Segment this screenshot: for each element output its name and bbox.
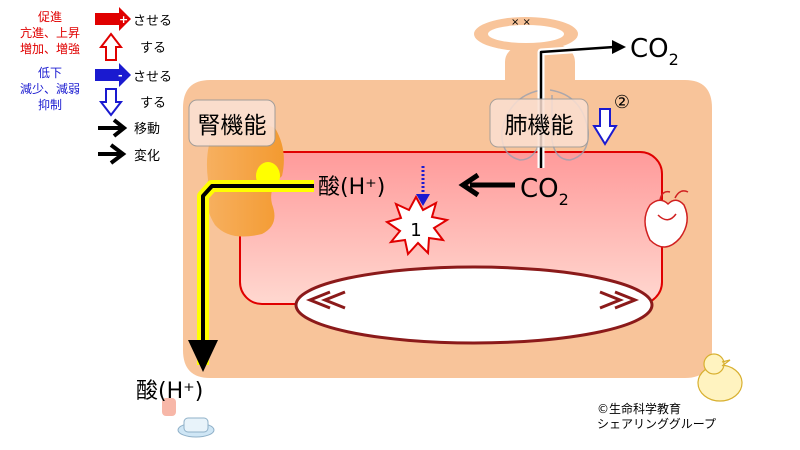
toilet-icon <box>162 398 215 438</box>
legend-move: 移動 <box>134 122 160 137</box>
reduce-hollow-down-arrow-icon <box>98 88 124 117</box>
nose-marks: × × <box>511 17 531 28</box>
acid-excretion-path <box>188 180 314 372</box>
event-1-starburst-icon: 1 <box>384 194 450 257</box>
promote-hollow-up-arrow-icon <box>98 32 124 61</box>
acid-in-blood-label: 酸(H⁺) <box>318 175 385 200</box>
legend-promote-causative: させる <box>133 14 172 29</box>
move-arrow-icon <box>98 118 128 138</box>
reduce-solid-arrow-icon: - <box>95 63 131 87</box>
legend-term-rise: 亢進、上昇 <box>20 25 80 40</box>
legend-reduce-causative: させる <box>133 70 172 85</box>
legend-reduce-terms: 低下 減少、減弱 抑制 <box>20 66 80 112</box>
labels: 腎機能 肺機能 ② 酸(H⁺) CO2 CO2 酸(H⁺) ©生命科学教育 シェ… <box>136 34 716 431</box>
legend-promote-intransitive: する <box>140 41 166 56</box>
acid-excreted-label: 酸(H⁺) <box>136 379 203 404</box>
credit-line-1: ©生命科学教育 <box>597 401 681 416</box>
svg-text:+: + <box>119 13 128 26</box>
event-1-label: 1 <box>410 220 421 241</box>
lung-function-label: 肺機能 <box>505 113 574 139</box>
co2-to-acid-arrow-icon <box>458 172 515 198</box>
co2-exhaled-label: CO2 <box>630 34 679 69</box>
legend-term-inhibit: 抑制 <box>38 97 62 112</box>
heart-icon <box>644 190 689 248</box>
legend: 促進 亢進、上昇 増加、増強 + させる する 低下 減少、減弱 抑制 - させ… <box>20 7 172 165</box>
promote-solid-arrow-icon: + <box>95 7 131 31</box>
kidney-function-label: 腎機能 <box>198 113 267 139</box>
legend-term-decrease: 減少、減弱 <box>20 81 80 96</box>
change-arrow-icon <box>98 143 127 165</box>
legend-reduce-intransitive: する <box>140 96 166 111</box>
legend-term-decline: 低下 <box>38 66 62 80</box>
nose-icon: × × <box>474 17 578 51</box>
svg-text:-: - <box>118 69 123 82</box>
event-2-label: ② <box>614 92 630 113</box>
credit-line-2: シェアリンググループ <box>597 417 716 431</box>
co2-in-blood-label: CO2 <box>520 174 569 209</box>
dotted-down-arrow-icon <box>416 166 430 206</box>
lung-function-down-arrow-icon <box>592 108 618 146</box>
legend-term-promote: 促進 <box>38 10 62 24</box>
legend-change: 変化 <box>134 148 160 164</box>
legend-term-increase: 増加、増強 <box>20 42 80 56</box>
legend-promote-terms: 促進 亢進、上昇 増加、増強 <box>20 10 80 56</box>
chick-icon <box>697 353 743 402</box>
